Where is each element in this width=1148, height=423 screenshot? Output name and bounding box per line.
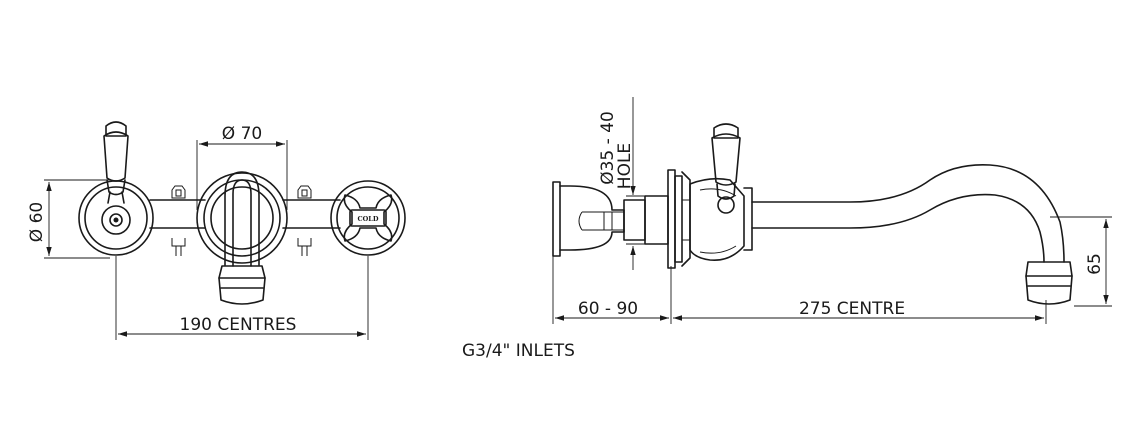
dimension-hole: Ø35 - 40 HOLE — [598, 97, 655, 270]
front-view: COLD Ø 70 Ø 60 190 CENTRES — [27, 121, 406, 340]
dimension-275-centre: 275 CENTRE — [673, 299, 1047, 324]
side-view: Ø35 - 40 HOLE 60 - 90 275 CENTRE 65 — [552, 97, 1112, 324]
mounting-clips — [171, 185, 312, 256]
hole-dia-label: Ø35 - 40 — [598, 111, 618, 185]
side-lever-handle — [711, 123, 753, 251]
left-lever-handle — [78, 121, 154, 256]
dimension-190-centres: 190 CENTRES — [115, 256, 369, 340]
spout-front — [196, 171, 288, 305]
centres-190-label: 190 CENTRES — [180, 315, 297, 335]
spout-side — [751, 163, 1073, 305]
dimension-dia-70: Ø 70 — [196, 124, 288, 210]
dia-60-label: Ø 60 — [27, 202, 47, 242]
cold-label: COLD — [357, 215, 378, 223]
dimension-dia-60: Ø 60 — [27, 179, 110, 259]
height-65-label: 65 — [1085, 253, 1105, 275]
right-crosshead-handle: COLD — [330, 180, 406, 256]
hole-label: HOLE — [615, 143, 635, 189]
dia-70-label: Ø 70 — [222, 124, 262, 144]
depth-60-90-label: 60 - 90 — [578, 299, 638, 319]
dimension-60-90: 60 - 90 — [552, 256, 672, 324]
centre-275-label: 275 CENTRE — [799, 299, 905, 319]
dimension-65: 65 — [1050, 216, 1112, 307]
inlets-note: G3/4" INLETS — [462, 341, 575, 361]
